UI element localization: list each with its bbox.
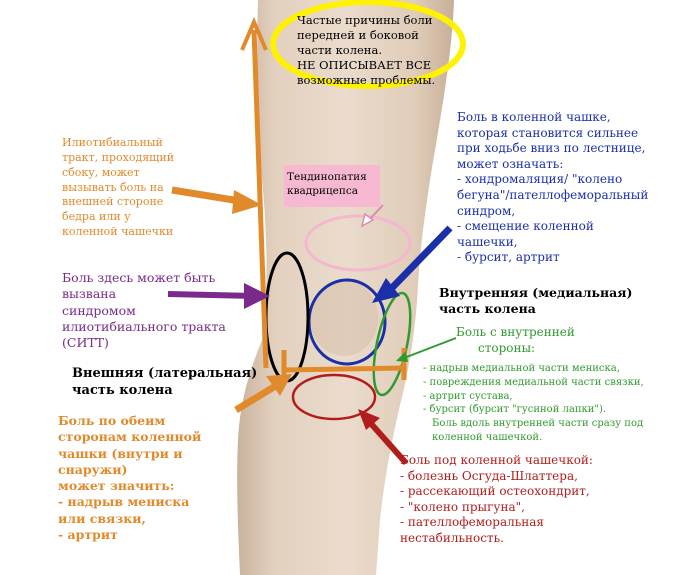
patella-line-text: - смещение коленной [457, 219, 594, 234]
header-note-line: Частые причины боли [297, 13, 433, 27]
itb-line-text: сбоку, может [62, 165, 140, 179]
itb-line-text: бедра или у [62, 210, 131, 224]
both-line-text: чашки (внутри и [58, 445, 183, 461]
header-note-line: части колена. [297, 42, 382, 57]
quad-line-text: квадрицепса [287, 184, 359, 197]
header-note-line: НЕ ОПИСЫВАЕТ ВСЕ [297, 57, 432, 72]
both-line-text: - надрыв мениска [58, 494, 190, 510]
both-line-text: снаружи) [58, 461, 128, 477]
patella-arrow [372, 225, 453, 303]
medial-side-label: Боль с внутренней стороны: [456, 325, 575, 356]
below-line-text: нестабильность. [400, 530, 504, 545]
itbs-line-text: синдромом [62, 302, 136, 318]
both-line-text: или связки, [58, 510, 146, 526]
medial-line-text: часть колена [439, 301, 536, 317]
patella-line-text: Боль в коленной чашке, [457, 110, 611, 124]
medial-list-item: - надрыв медиальной части мениска, [423, 363, 620, 374]
below-region-circle [291, 373, 377, 421]
patella-line-text: может означать: [457, 156, 564, 171]
quad-label-box [284, 165, 380, 207]
lateral-line-text: Внешняя (латеральная) [72, 366, 258, 381]
itb-line-text: вызывать боль на [62, 180, 164, 194]
itb-line-text: коленной чашечки [62, 225, 174, 239]
itb-line-text: Илиотибиальный [62, 136, 163, 149]
quad-line-text: Тендинопатия [287, 171, 367, 183]
below-line-text: - "колено прыгуна", [400, 499, 525, 514]
quad-region-circle [304, 214, 412, 272]
both-line-text: Боль по обеим [58, 413, 166, 428]
below-line-text: Боль под коленной чашечкой: [400, 453, 593, 467]
itbs-line-text: (СИТТ) [62, 335, 109, 350]
itb-line-text: внешней стороне [62, 195, 164, 209]
both-line-text: может значить: [58, 478, 175, 493]
patella-line-text: - бурсит, артрит [457, 250, 560, 265]
below-line-text: - болезнь Осгуда-Шлаттера, [400, 468, 578, 483]
medial-list-item: Боль вдоль внутренней части сразу под [432, 418, 644, 430]
medial-list-item: - повреждения медиальной части связки, [423, 376, 644, 388]
header-ellipse [270, 0, 466, 89]
patella-line-text: которая становится сильнее [457, 125, 639, 140]
medial-list-item: - бурсит (бурсит "гусиной лапки"). [423, 404, 607, 416]
quad-arrow [360, 204, 384, 228]
patella-line-text: чашечки, [457, 234, 518, 249]
medial-list: - надрыв медиальной части мениска, - пов… [423, 362, 644, 445]
itbs-line-text: Боль здесь может быть [62, 270, 216, 285]
medial-label: Внутренняя (медиальная) часть колена [439, 285, 632, 318]
itbs-arrow [167, 283, 270, 309]
medial-region-circle [372, 291, 412, 397]
medial-line-text: Внутренняя (медиальная) [439, 285, 633, 300]
lateral-line-text: часть колена [72, 382, 173, 398]
itb-arrow [171, 186, 262, 214]
below-line-text: - пателлофеморальная [400, 515, 544, 530]
both-sides-label: Боль по обеим сторонам коленной чашки (в… [58, 413, 201, 543]
both-sides-arrow [234, 374, 292, 413]
below-line-text: - рассекающий остеохондрит, [400, 484, 590, 499]
patella-label: Боль в коленной чашке, которая становитс… [457, 110, 648, 266]
patella-line-text: синдром, [457, 203, 516, 218]
lateral-label: Внешняя (латеральная) часть колена [72, 366, 257, 400]
medial-side-arrow [396, 337, 457, 362]
itbs-line-text: вызвана [62, 286, 117, 302]
header-note-line: возможные проблемы. [297, 72, 436, 87]
patella-line-text: - хондромаляция/ "колено [457, 172, 623, 187]
both-line-text: - артрит [58, 526, 118, 542]
patella-line-text: бегуна"/пателлофеморальный [457, 187, 649, 202]
quad-label: Тендинопатия квадрицепса [287, 171, 367, 198]
itb-line-text: тракт, проходящий [62, 150, 175, 164]
itb-line [240, 16, 269, 369]
both-line-text: сторонам коленной [58, 429, 202, 445]
below-patella-label: Боль под коленной чашечкой: - болезнь Ос… [400, 453, 593, 547]
medial-side-line-text: Боль с внутренней [456, 325, 575, 339]
patella-line-text: при ходьбе вниз по лестнице, [457, 141, 646, 156]
itb-label: Илиотибиальный тракт, проходящий сбоку, … [62, 136, 174, 240]
patella-shading [310, 280, 378, 356]
header-note-line: передней и боковой [297, 27, 419, 42]
medial-list-item: коленной чашечкой. [432, 431, 543, 443]
medial-list-item: - артрит сустава, [423, 390, 513, 402]
itbs-label: Боль здесь может быть вызвана синдромом … [62, 270, 226, 351]
itbs-line-text: илиотибиального тракта [62, 318, 226, 334]
medial-side-line-text: стороны: [478, 340, 536, 355]
below-arrow [358, 409, 409, 465]
header-note: Частые причины боли передней и боковой ч… [297, 13, 435, 88]
